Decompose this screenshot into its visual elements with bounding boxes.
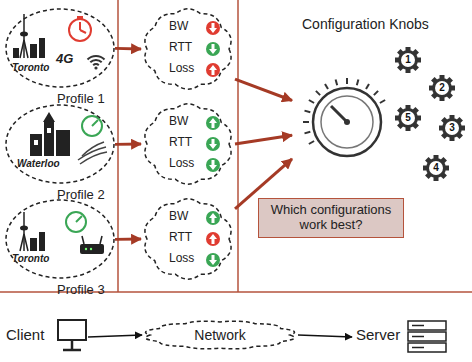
toronto-4g-icons xyxy=(13,14,105,70)
trend-badge xyxy=(206,63,220,77)
callout-number: 3 xyxy=(445,121,459,135)
metric-cloud: BW RTT Loss xyxy=(141,6,235,92)
metric-cloud: BW RTT Loss xyxy=(141,101,235,187)
profile-bubble: TorontoProfile 3 xyxy=(5,199,115,300)
question-box: Which configurations work best? xyxy=(258,198,404,238)
trend-badge xyxy=(206,137,220,151)
callout-number: 1 xyxy=(401,53,415,67)
node-text: Loss xyxy=(169,157,194,171)
flow-arrow xyxy=(115,143,141,146)
node-text: BW xyxy=(169,115,188,129)
node-text: Loss xyxy=(169,252,194,266)
node-text: Configuration Knobs xyxy=(302,16,429,32)
node-text: Client xyxy=(6,326,44,343)
toronto-wifi-icons xyxy=(20,212,104,254)
node-text: BW xyxy=(169,20,188,34)
trend-badge xyxy=(206,232,220,246)
node-text: Loss xyxy=(169,62,194,76)
node-text: Toronto xyxy=(12,62,49,74)
node-text: BW xyxy=(169,210,188,224)
trend-badge xyxy=(206,21,220,35)
node-text: Waterloo xyxy=(17,158,60,170)
server-stack xyxy=(408,321,446,352)
node-text: RTT xyxy=(169,41,192,55)
callout-number: 2 xyxy=(435,81,449,95)
callout-number: 5 xyxy=(401,111,415,125)
profile-bubble: WaterlooProfile 2 xyxy=(5,104,115,205)
dashed-ellipse xyxy=(6,200,114,278)
dashed-ellipse xyxy=(6,105,114,183)
node-text: Which configurations work best? xyxy=(262,203,400,233)
flow-arrow xyxy=(298,335,352,337)
trend-badge xyxy=(206,211,220,225)
node-text: RTT xyxy=(169,231,192,245)
dashed-cloud xyxy=(145,104,231,184)
node-text: Toronto xyxy=(12,253,49,265)
dashed-ellipse xyxy=(6,9,114,87)
column-rules xyxy=(0,0,472,292)
gear-icons xyxy=(395,47,465,181)
node-text: Server xyxy=(356,326,400,343)
flow-arrow xyxy=(88,335,142,337)
flow-arrow xyxy=(235,79,292,100)
client-monitor xyxy=(58,320,86,350)
dashed-cloud xyxy=(145,9,231,89)
callout-number: 4 xyxy=(429,161,443,175)
trend-badge xyxy=(206,158,220,172)
flow-arrow xyxy=(115,238,141,241)
flow-arrow xyxy=(115,47,141,51)
profile-bubble: Toronto4GProfile 1 xyxy=(5,8,115,109)
node-text: Profile 3 xyxy=(57,283,105,298)
server-endpoint: Server xyxy=(352,318,462,356)
node-text: RTT xyxy=(169,136,192,150)
trend-badge xyxy=(206,253,220,267)
trend-badge xyxy=(206,42,220,56)
knob-dial xyxy=(303,78,385,156)
config-knob: Configuration Knobs xyxy=(292,12,464,170)
flow-arrow xyxy=(235,135,292,144)
trend-badge xyxy=(206,116,220,130)
node-text: Network xyxy=(142,327,298,343)
waterloo-icons xyxy=(30,112,107,164)
metric-cloud: BW RTT Loss xyxy=(141,196,235,282)
dashed-cloud xyxy=(145,199,231,279)
node-text: 4G xyxy=(56,52,73,67)
client-endpoint: Client xyxy=(4,318,88,356)
network-cloud: Network xyxy=(142,314,298,356)
